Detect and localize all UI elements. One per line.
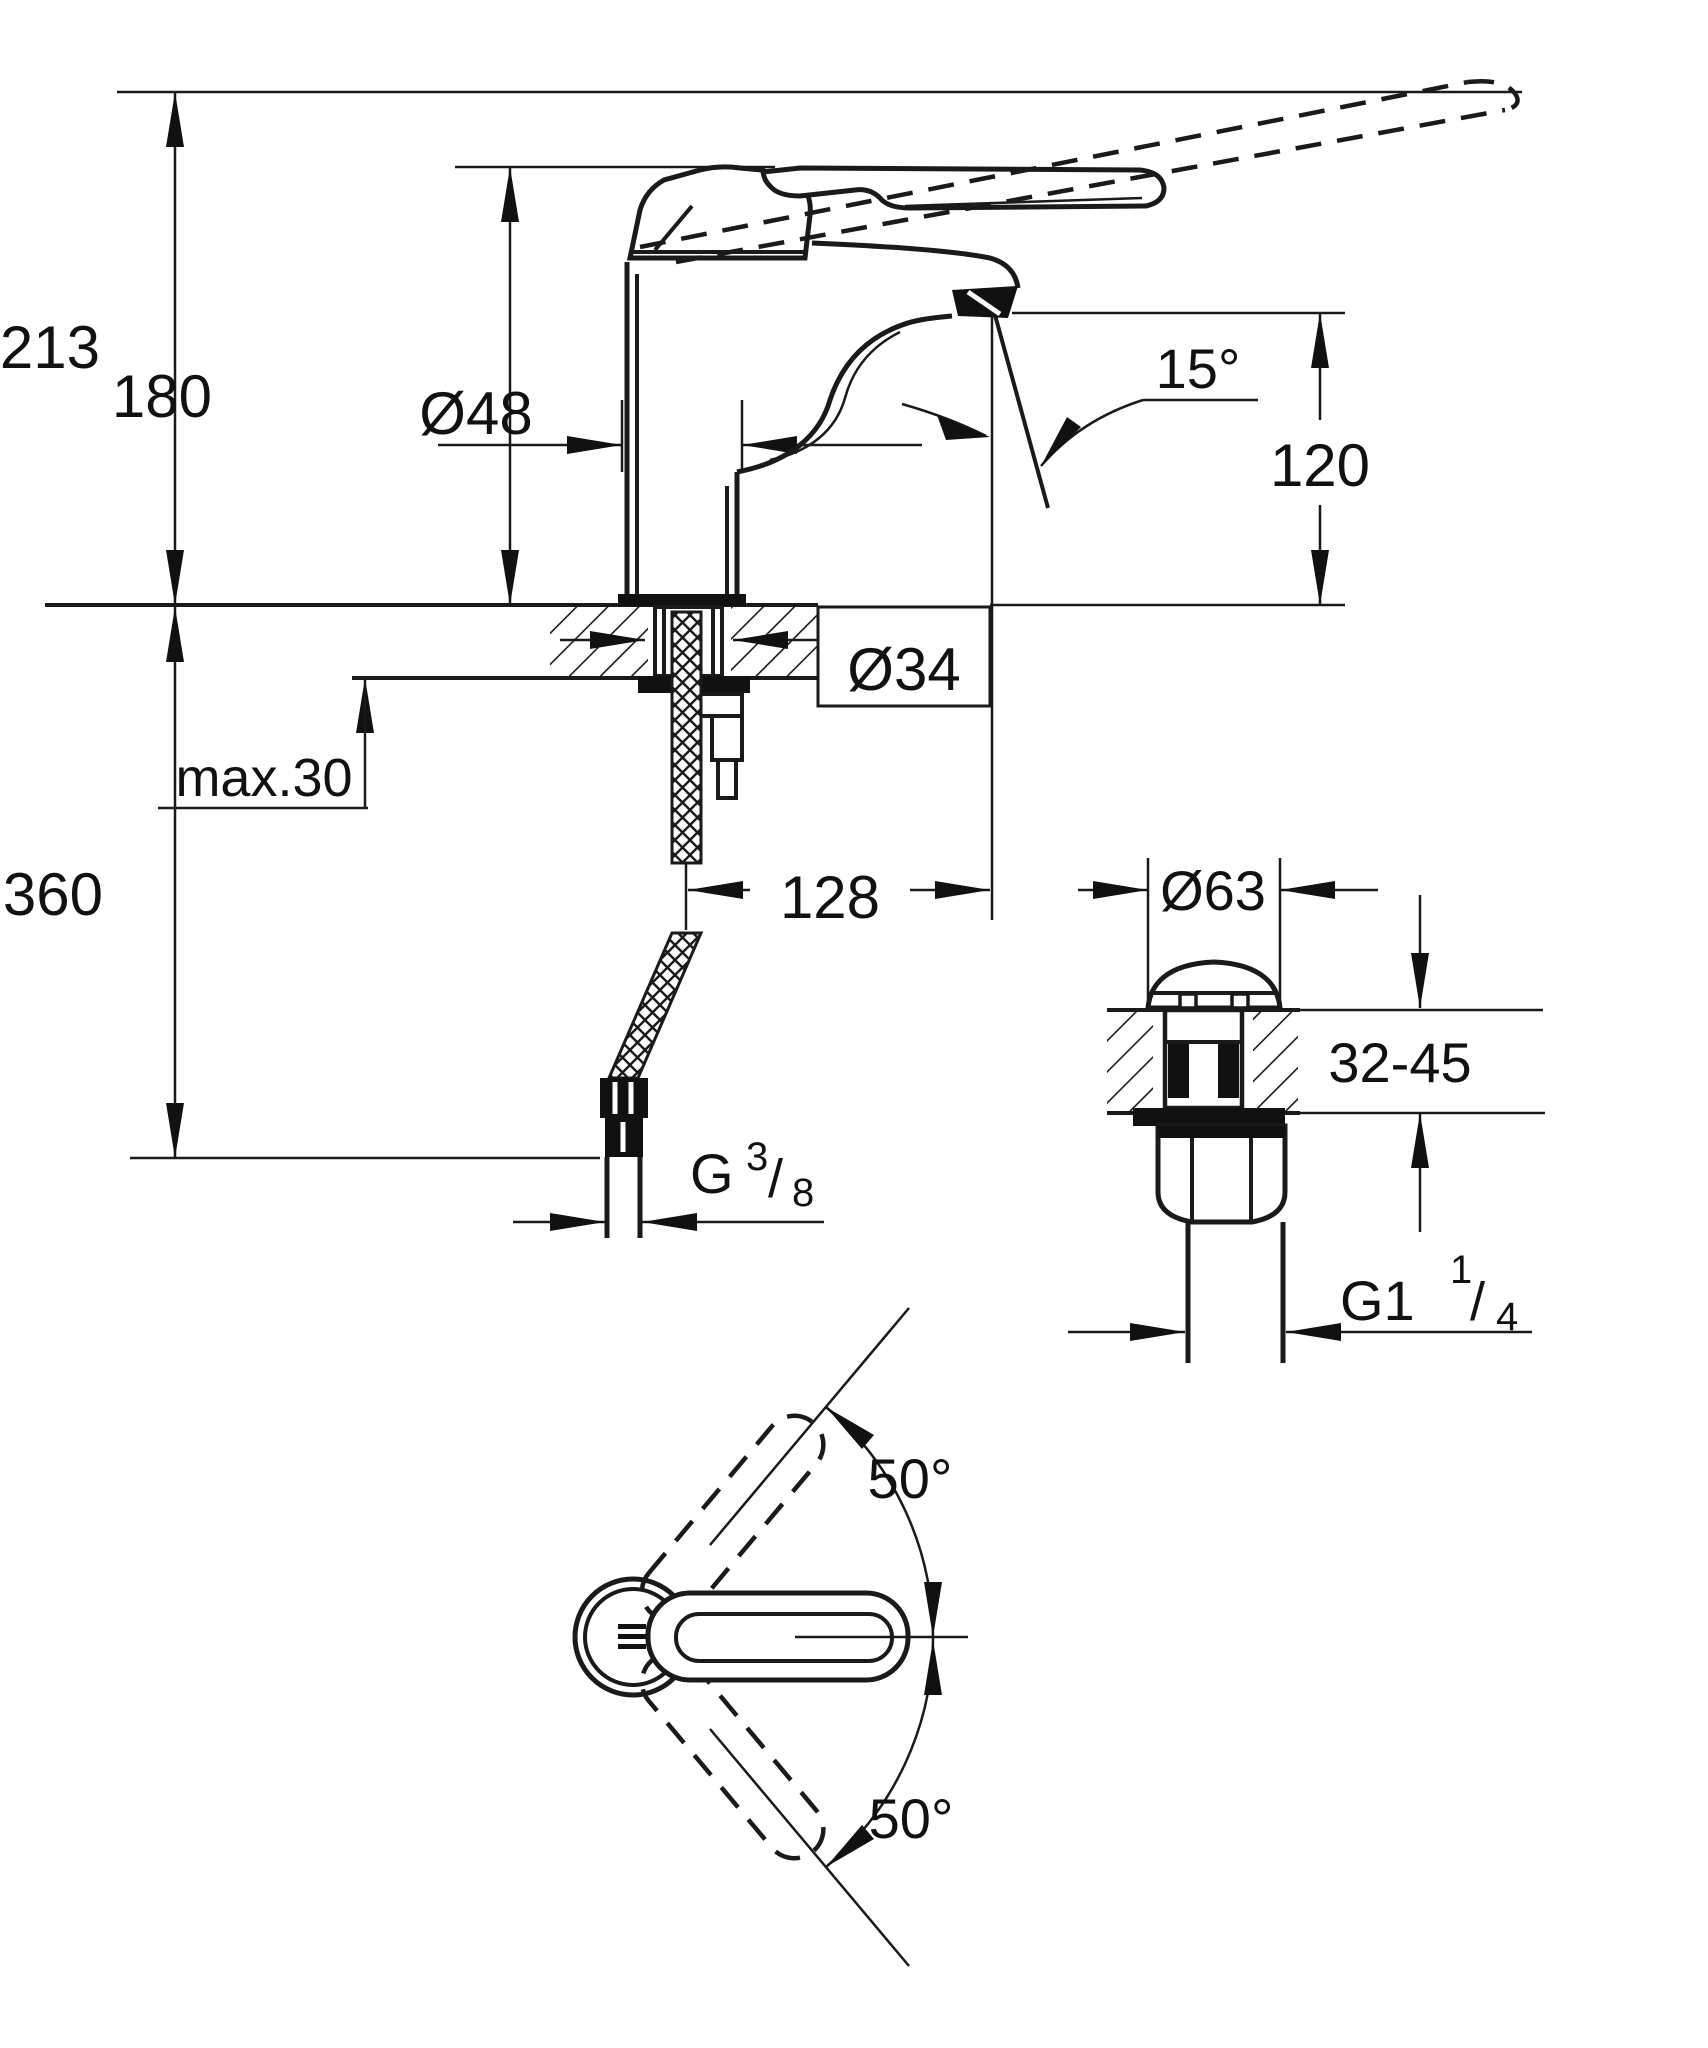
label-50-upper: 50° [868,1447,953,1510]
arrow-34-left-icon [590,631,645,649]
arrow-213-top-icon [166,92,184,147]
label-d63: Ø63 [1160,859,1266,922]
label-g114-prefix: G1 [1340,1269,1415,1332]
label-d48: Ø48 [419,380,532,447]
label-g114: G1 1 / 4 [1340,1248,1518,1339]
label-g114-denominator: 4 [1496,1295,1518,1339]
cartridge-dome [626,164,813,261]
locknut-top-band [1158,1126,1285,1138]
label-3245: 32-45 [1328,1031,1471,1094]
popup-linkage-2 [710,714,744,762]
waste-flange [1133,1108,1285,1126]
label-15deg: 15° [1156,337,1241,400]
aerator-highlight [966,289,1002,317]
arrow-180-bottom-icon [501,550,519,605]
arrow-3245-top-icon [1411,953,1429,1008]
supply-hose-lower [606,931,704,1080]
label-180: 180 [112,363,212,430]
arrow-360-bottom-icon [166,1103,184,1158]
label-g114-numerator: 1 [1450,1248,1472,1292]
arrow-15deg-right-icon [1041,417,1081,466]
supply-hose-upper [670,610,703,865]
label-box-34 [816,605,992,708]
raised-lever-tip-dashed [1467,79,1520,113]
axis-line-lower-50 [709,1728,910,1967]
arrow-120-bottom-icon [1311,550,1329,605]
cap-notch-left [1178,992,1198,1010]
label-g38-denominator: 8 [792,1171,814,1215]
label-120: 120 [1270,432,1370,499]
arrow-180-top-icon [501,167,519,222]
arrow-g114-left-icon [1130,1323,1185,1341]
spout-inner-contour [769,330,901,462]
popup-linkage-3 [716,758,738,800]
label-50-lower: 50° [869,1787,954,1850]
arrow-15deg-left-icon [937,415,990,440]
raised-lever-top-dashed [639,79,1469,250]
arrow-g114-right-icon [1286,1323,1341,1341]
label-g38-slash: / [768,1149,783,1209]
waste-body-bar-left [1168,1044,1189,1098]
waste-locknut [1155,1123,1288,1225]
spout-underside [736,313,953,475]
arrow-128-left-icon [688,881,743,899]
label-max30: max.30 [175,748,352,808]
axis-line-upper-50 [709,1307,910,1546]
arrow-50-upper-end-icon [826,1407,874,1449]
drain-hatch-right [1253,1012,1298,1111]
grohe-logo-mark [618,1624,646,1649]
arrow-50-lower-end-icon [826,1825,874,1867]
label-360: 360 [3,861,103,928]
base-gasket [618,594,746,606]
arrow-63-right-icon [1280,881,1335,899]
arrow-63-left-icon [1093,881,1148,899]
lever-inner-line [904,196,1143,208]
cap-notch-right [1230,992,1250,1010]
drain-hatch-left [1107,1012,1153,1111]
arc-15deg-right [1040,398,1144,467]
label-213: 213 [0,314,100,381]
label-g38: G 3 / 8 [690,1135,814,1215]
popup-linkage-1 [698,692,744,718]
arrow-360-top-icon [166,607,184,662]
label-d34: Ø34 [847,636,960,703]
arrow-128-right-icon [935,881,990,899]
raised-lever-bottom-dashed [675,107,1506,265]
stream-line-15deg [993,314,1050,509]
arrow-48-right-icon [742,436,797,454]
arrow-213-bottom-icon [166,550,184,605]
label-g38-numerator: 3 [746,1135,768,1179]
drain-view: Ø63 32-45 G1 1 / 4 [1068,858,1545,1363]
arrow-120-top-icon [1311,313,1329,368]
lever-handle [760,165,1167,211]
side-view: 213 180 Ø48 15° 120 Ø34 max.30 360 128 G… [0,79,1522,1238]
hose-hex-fitting [600,1078,648,1118]
label-g114-slash: / [1470,1272,1485,1332]
label-g38-prefix: G [690,1142,734,1205]
arrow-50-upper-center-icon [924,1582,942,1637]
label-128: 128 [780,864,880,931]
waste-body-bar-right [1218,1044,1239,1098]
spout-top-edge [811,240,1021,289]
arrow-50-lower-center-icon [924,1640,942,1695]
popup-cap-dome [1145,959,1283,1011]
arrow-34-right-icon [733,631,788,649]
top-view: 50° 50° [572,1307,968,1967]
arrow-g38-right-icon [642,1213,697,1231]
arrow-3245-bottom-icon [1411,1113,1429,1168]
arrow-48-left-icon [567,436,622,454]
arrow-g38-left-icon [550,1213,605,1231]
